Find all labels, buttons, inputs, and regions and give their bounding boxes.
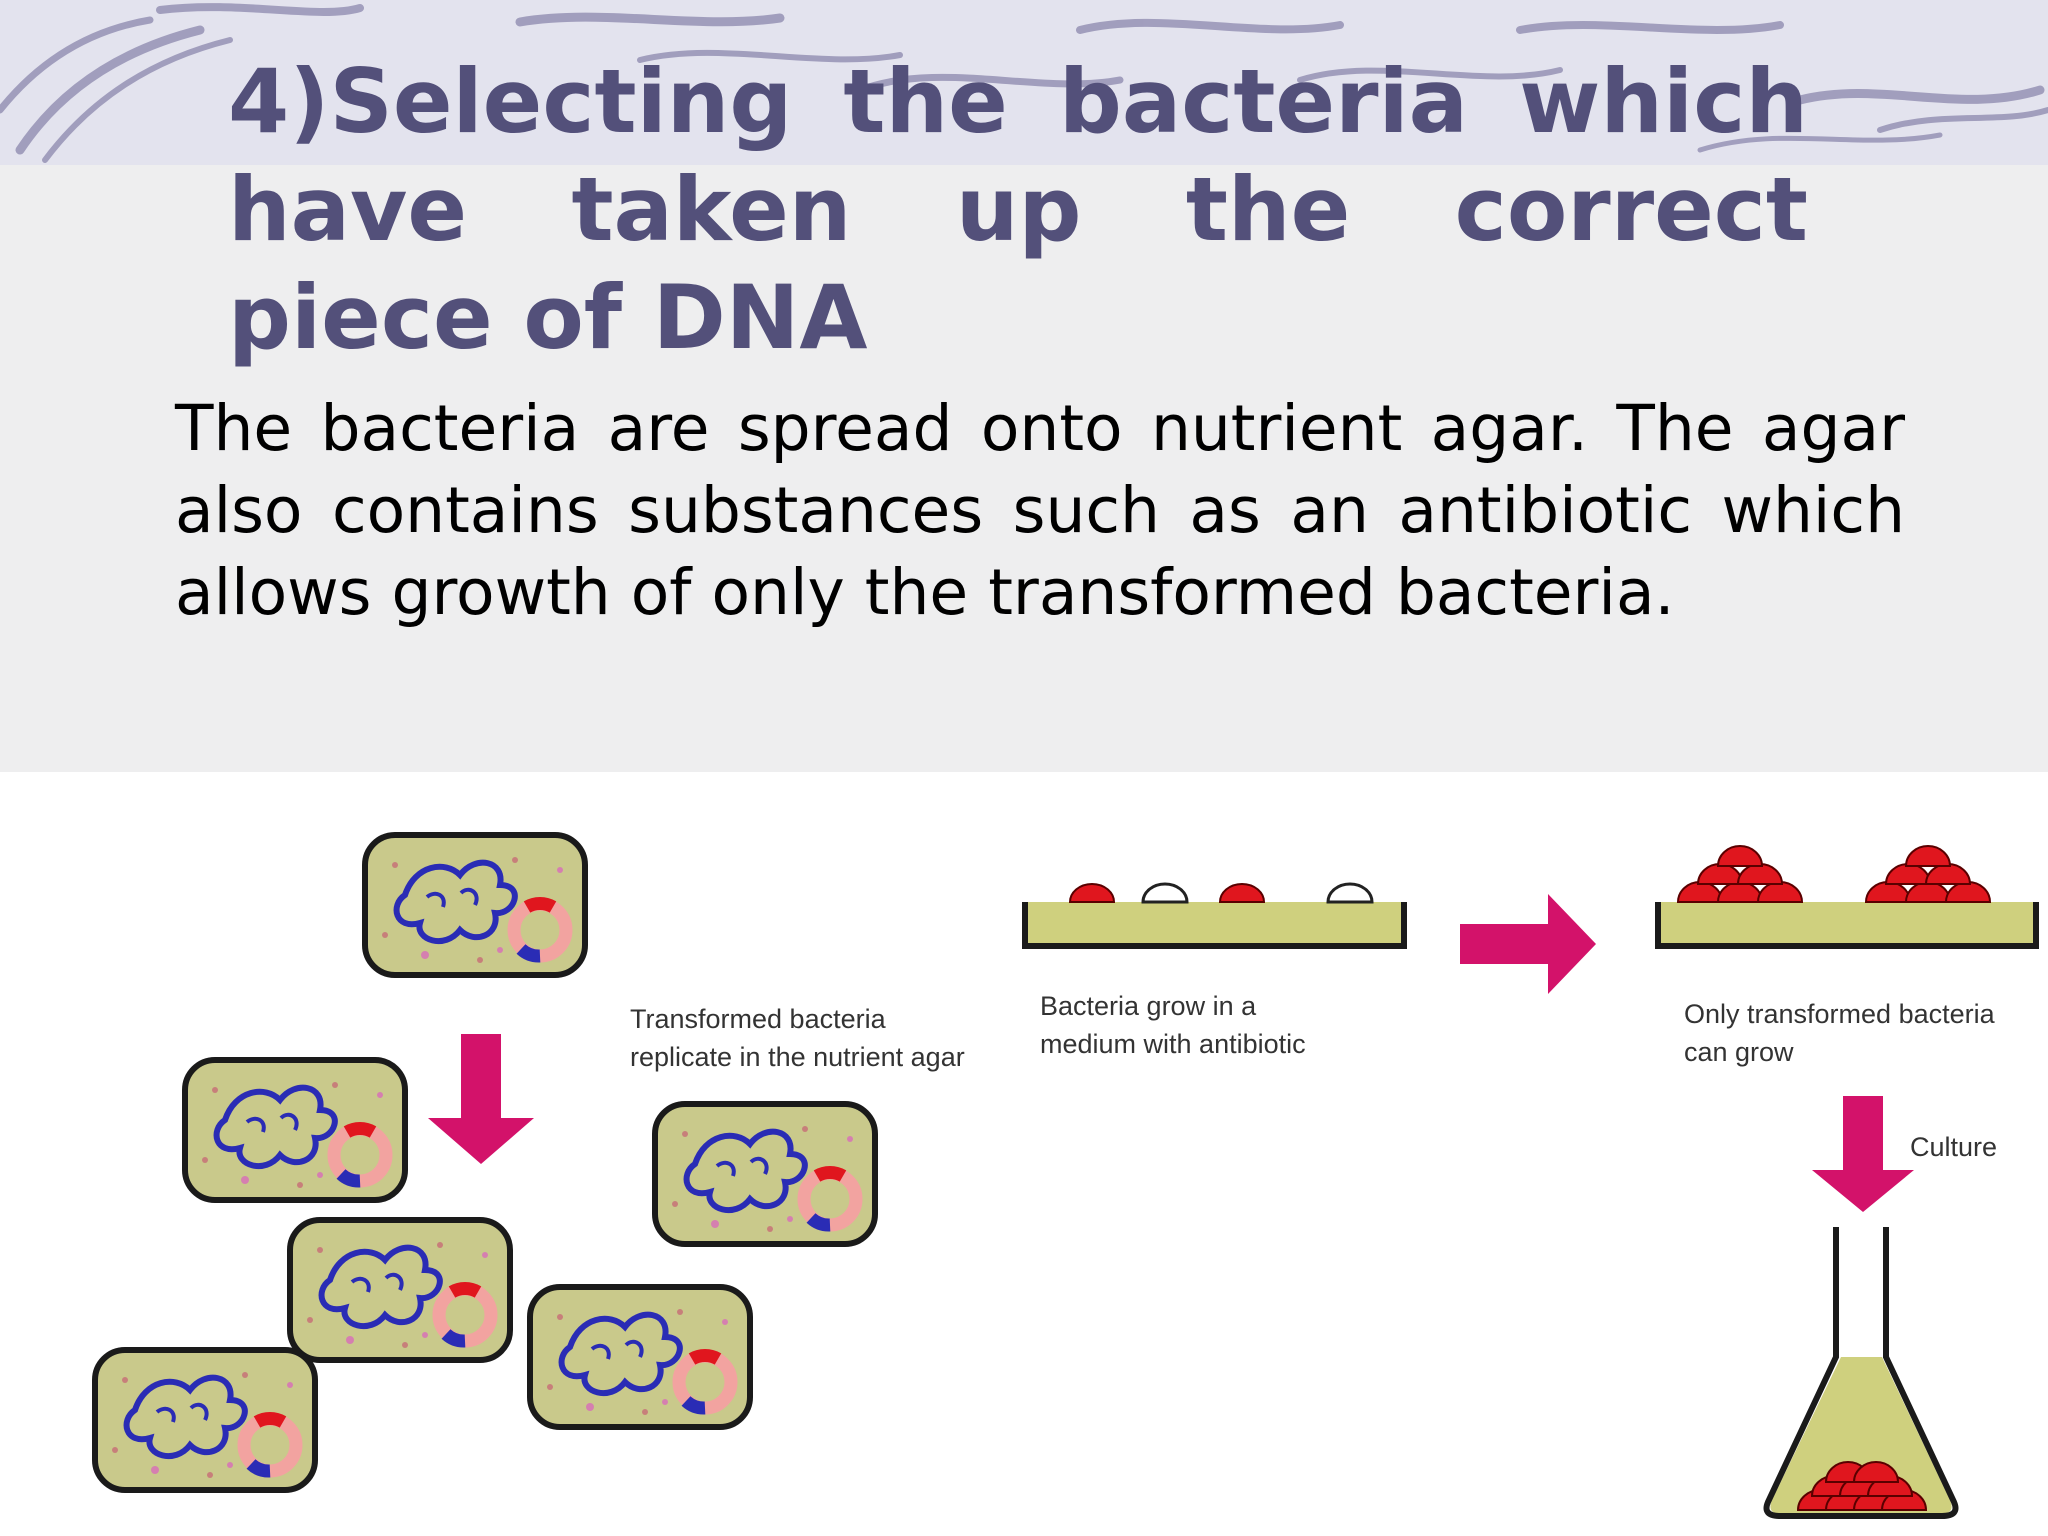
colony-cluster bbox=[1677, 845, 1803, 903]
down-arrow-icon bbox=[428, 1034, 534, 1164]
bacterium-cell bbox=[95, 1350, 315, 1490]
agar-plate-antibiotic bbox=[1022, 882, 1407, 949]
only-caption-line1: Only transformed bacteria bbox=[1684, 999, 1996, 1029]
only-caption-line2: can grow bbox=[1684, 1037, 1794, 1067]
colony-cluster bbox=[1865, 845, 1991, 903]
right-arrow-icon bbox=[1460, 894, 1596, 994]
slide-title: 4)Selecting the bacteria which have take… bbox=[228, 50, 1808, 369]
bacterium-cell bbox=[185, 1060, 405, 1200]
slide-body-text: The bacteria are spread onto nutrient ag… bbox=[175, 392, 1905, 629]
replicate-caption-line1: Transformed bacteria bbox=[630, 1004, 887, 1034]
bacterium-cell bbox=[290, 1220, 510, 1360]
decorative-swirls bbox=[0, 3, 2048, 163]
medium-caption-line2: medium with antibiotic bbox=[1040, 1029, 1306, 1059]
selection-diagram-svg: Transformed bacteria replicate in the nu… bbox=[0, 772, 2039, 1519]
agar-plate-transformed bbox=[1655, 845, 2039, 949]
culture-label: Culture bbox=[1910, 1132, 1997, 1162]
bacterium-cell bbox=[365, 835, 585, 975]
bacterium-cell bbox=[530, 1287, 750, 1427]
medium-caption-line1: Bacteria grow in a bbox=[1040, 991, 1257, 1021]
culture-arrow-icon bbox=[1812, 1096, 1914, 1212]
replicate-caption-line2: replicate in the nutrient agar bbox=[630, 1042, 965, 1072]
bacterium-cell bbox=[655, 1104, 875, 1244]
selection-diagram: Transformed bacteria replicate in the nu… bbox=[0, 772, 2048, 1536]
culture-flask bbox=[1763, 1227, 1959, 1519]
